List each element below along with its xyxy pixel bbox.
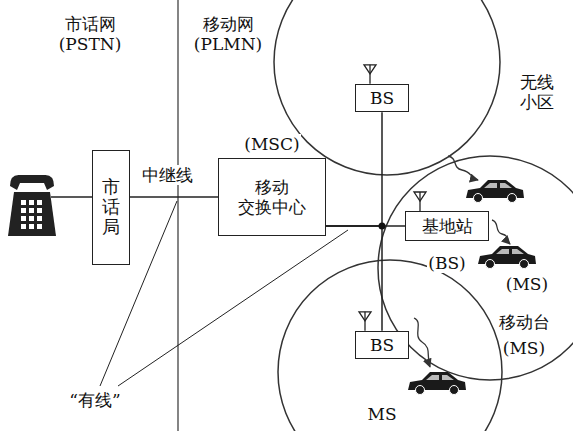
leader-line [118, 230, 348, 386]
node-label: BS [369, 88, 395, 108]
wired-label: “有线” [68, 390, 121, 410]
antenna-symbol [364, 65, 376, 84]
mobile-station-label: (MS) [505, 274, 549, 294]
box-outline: BS [355, 84, 409, 112]
mobile-station-label: MS [366, 404, 397, 424]
node-label: BS [369, 335, 395, 355]
car-icon [466, 180, 524, 203]
box-outline: 基地站 [405, 211, 489, 241]
network-boundary [177, 0, 178, 431]
connector-line [130, 196, 218, 198]
mobile-station-label: (MS) [502, 338, 546, 358]
radio-wave-arrow [448, 156, 478, 180]
base-station-box: BS [355, 331, 409, 359]
antenna-symbol [359, 312, 371, 331]
cell-circle [278, 260, 502, 431]
junction-dot [379, 223, 386, 230]
node-label: 移动 交换中心 [237, 177, 307, 218]
box-outline: 市话局 [92, 150, 130, 265]
base-station-box: BS [355, 84, 409, 112]
node-label: 基地站 [421, 216, 474, 236]
car-icon [408, 372, 466, 395]
connector-line [326, 112, 382, 226]
node-caption: (BS) [427, 253, 466, 273]
network-name: 市话网 (PSTN) [58, 14, 123, 55]
mobile-station-label: 移动台 [498, 312, 551, 332]
cell-name: 无线 小区 [519, 72, 555, 113]
radio-wave-arrow [414, 318, 430, 367]
edge-label: 中继线 [141, 165, 194, 185]
local-exchange-box: 市话局 [92, 150, 130, 265]
radio-wave-arrow [492, 220, 510, 244]
node-label: 市话局 [102, 177, 120, 236]
antenna-symbol [414, 192, 426, 211]
node-caption: (MSC) [243, 134, 300, 154]
connector-line [326, 226, 382, 331]
network-name: 移动网 (PLMN) [193, 14, 263, 55]
box-outline: 移动 交换中心 [218, 158, 326, 236]
switching-center-box: (MSC) 移动 交换中心 [218, 134, 326, 236]
cell-circle [274, 0, 500, 175]
car-icon [478, 246, 536, 269]
telephone-icon [8, 175, 56, 236]
base-station-box: 基地站 (BS) [405, 211, 489, 273]
box-outline: BS [355, 331, 409, 359]
telephone-line [51, 196, 92, 198]
